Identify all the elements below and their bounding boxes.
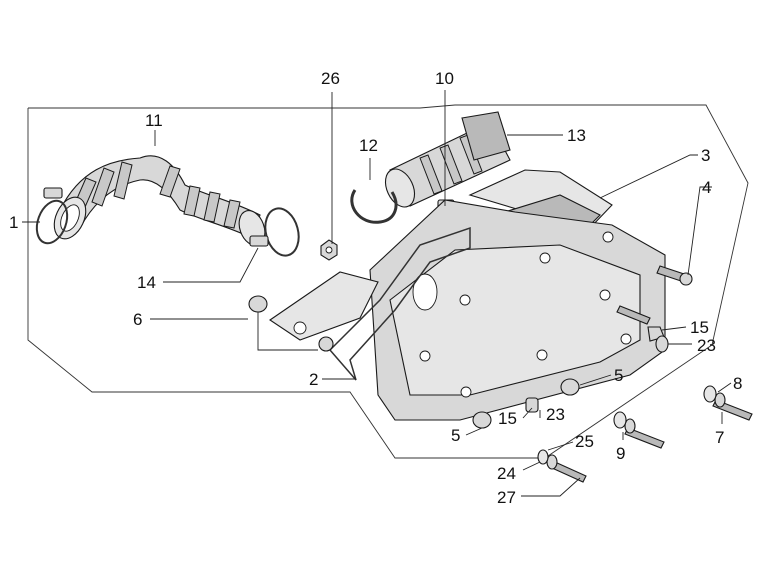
callout-4: 4 xyxy=(702,178,711,197)
callout-26: 26 xyxy=(321,69,340,88)
callout-7: 7 xyxy=(715,428,724,447)
callout-5b: 5 xyxy=(451,426,460,445)
callout-2: 2 xyxy=(309,370,318,389)
leader-lines xyxy=(22,90,732,497)
callout-24: 24 xyxy=(497,464,516,483)
callout-12: 12 xyxy=(359,136,378,155)
screw-4b xyxy=(616,305,651,325)
callout-3: 3 xyxy=(701,146,710,165)
assembly-boundary xyxy=(27,104,749,459)
callout-6: 6 xyxy=(133,310,142,329)
bolt-27 xyxy=(537,449,587,483)
callout-labels: 1 2 3 4 5 5 6 7 8 9 10 11 12 13 14 15 15… xyxy=(9,69,742,507)
mounting-bracket xyxy=(269,271,379,352)
clip-15-23-upper xyxy=(647,326,669,353)
hose-clamp-right xyxy=(249,207,300,257)
intake-hose xyxy=(53,155,266,246)
callout-13: 13 xyxy=(567,126,586,145)
grommet-6 xyxy=(248,295,268,313)
callout-14: 14 xyxy=(137,273,156,292)
callout-23a: 23 xyxy=(697,336,716,355)
bushing-5-right xyxy=(560,378,580,396)
callout-8: 8 xyxy=(733,374,742,393)
callout-23b: 23 xyxy=(546,405,565,424)
callout-5a: 5 xyxy=(614,366,623,385)
bolt-9 xyxy=(613,411,665,449)
clip-15-23-lower xyxy=(525,397,539,413)
callout-1: 1 xyxy=(9,213,18,232)
callout-11: 11 xyxy=(145,111,163,130)
callout-9: 9 xyxy=(616,444,625,463)
callout-15a: 15 xyxy=(690,318,709,337)
nut-26 xyxy=(320,239,338,261)
callout-15b: 15 xyxy=(498,409,517,428)
callout-27: 27 xyxy=(497,488,516,507)
housing-gasket xyxy=(328,226,471,381)
callout-25: 25 xyxy=(575,432,594,451)
bolt-7 xyxy=(703,385,753,421)
screw-4 xyxy=(656,265,693,286)
callout-10: 10 xyxy=(435,69,454,88)
air-box-housing xyxy=(369,199,666,421)
bushing-5-left xyxy=(472,411,492,429)
clamp-ring xyxy=(350,189,398,224)
hose-clamp-left xyxy=(35,187,69,245)
